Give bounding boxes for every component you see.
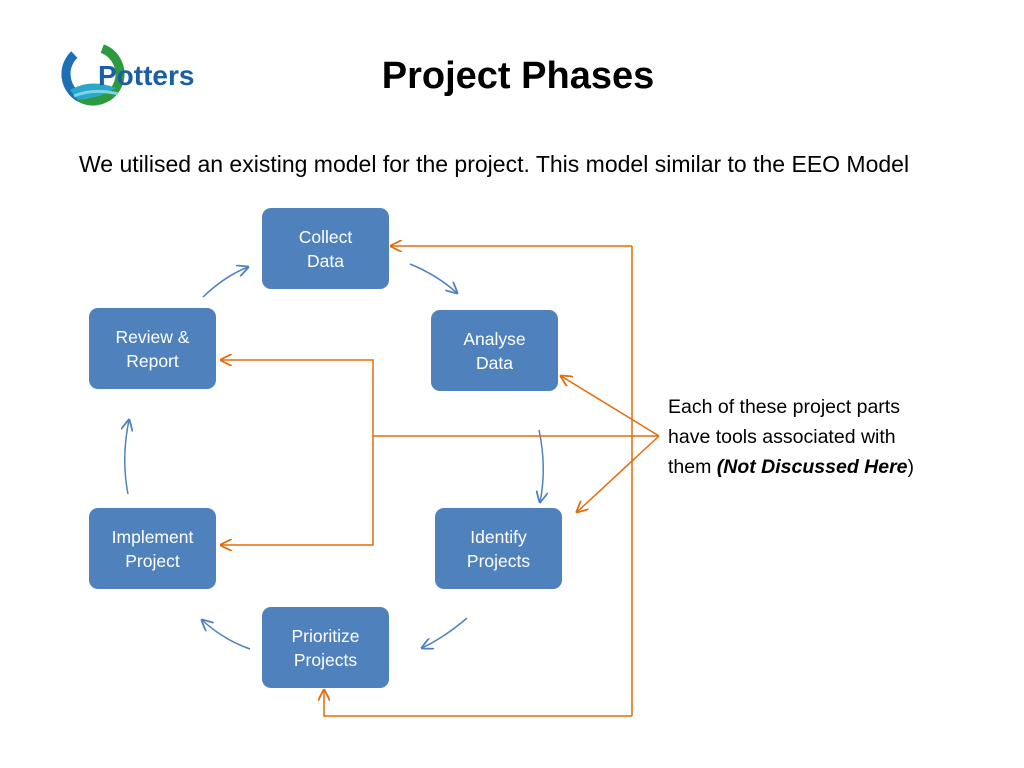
- phase-prioritize-projects-label: Prioritize Projects: [291, 625, 360, 670]
- page-title: Project Phases: [381, 55, 655, 97]
- cycle-arrow-collect-to-analyse: [409, 263, 457, 293]
- phase-implement-project-label: Implement Project: [111, 526, 194, 571]
- connector-to-implement: [221, 436, 374, 545]
- cycle-arrow-analyse-to-identify: [539, 429, 543, 502]
- phase-collect-data-label: Collect Data: [298, 226, 353, 271]
- tools-note-prefix: them: [668, 456, 717, 478]
- potters-logo-icon: Potters: [61, 42, 194, 106]
- cycle-arrow-review-to-collect: [202, 267, 248, 298]
- tools-note-emphasis: (Not Discussed Here: [716, 456, 908, 478]
- phase-review-report-label: Review & Report: [115, 326, 190, 371]
- tools-note-line-1: Each of these project parts: [668, 396, 900, 418]
- cycle-arrow-identify-to-prioritize: [422, 617, 468, 648]
- connector-to-analyse: [561, 376, 660, 437]
- cycle-arrow-implement-to-review: [125, 420, 129, 495]
- potters-logo: Potters: [60, 38, 205, 110]
- phase-collect-data: Collect Data: [262, 208, 389, 289]
- cycle-arrow-prioritize-to-implement: [202, 620, 251, 650]
- phase-review-report: Review & Report: [89, 308, 216, 389]
- tools-note-line-2: have tools associated with: [668, 426, 896, 448]
- tools-note-suffix: ): [907, 456, 915, 478]
- tools-note: Each of these project parts have tools a…: [668, 392, 968, 482]
- tools-note-line-3: them (Not Discussed Here): [668, 452, 968, 482]
- connector-to-prioritize: [324, 690, 632, 717]
- phase-implement-project: Implement Project: [89, 508, 216, 589]
- phase-identify-projects: Identify Projects: [435, 508, 562, 589]
- connector-to-identify: [577, 435, 660, 512]
- svg-text:Potters: Potters: [98, 60, 194, 91]
- phase-prioritize-projects: Prioritize Projects: [262, 607, 389, 688]
- intro-text: We utilised an existing model for the pr…: [79, 151, 910, 177]
- connector-to-review: [221, 360, 374, 436]
- phase-identify-projects-label: Identify Projects: [466, 526, 531, 571]
- phase-analyse-data-label: Analyse Data: [463, 328, 526, 373]
- phase-analyse-data: Analyse Data: [431, 310, 558, 391]
